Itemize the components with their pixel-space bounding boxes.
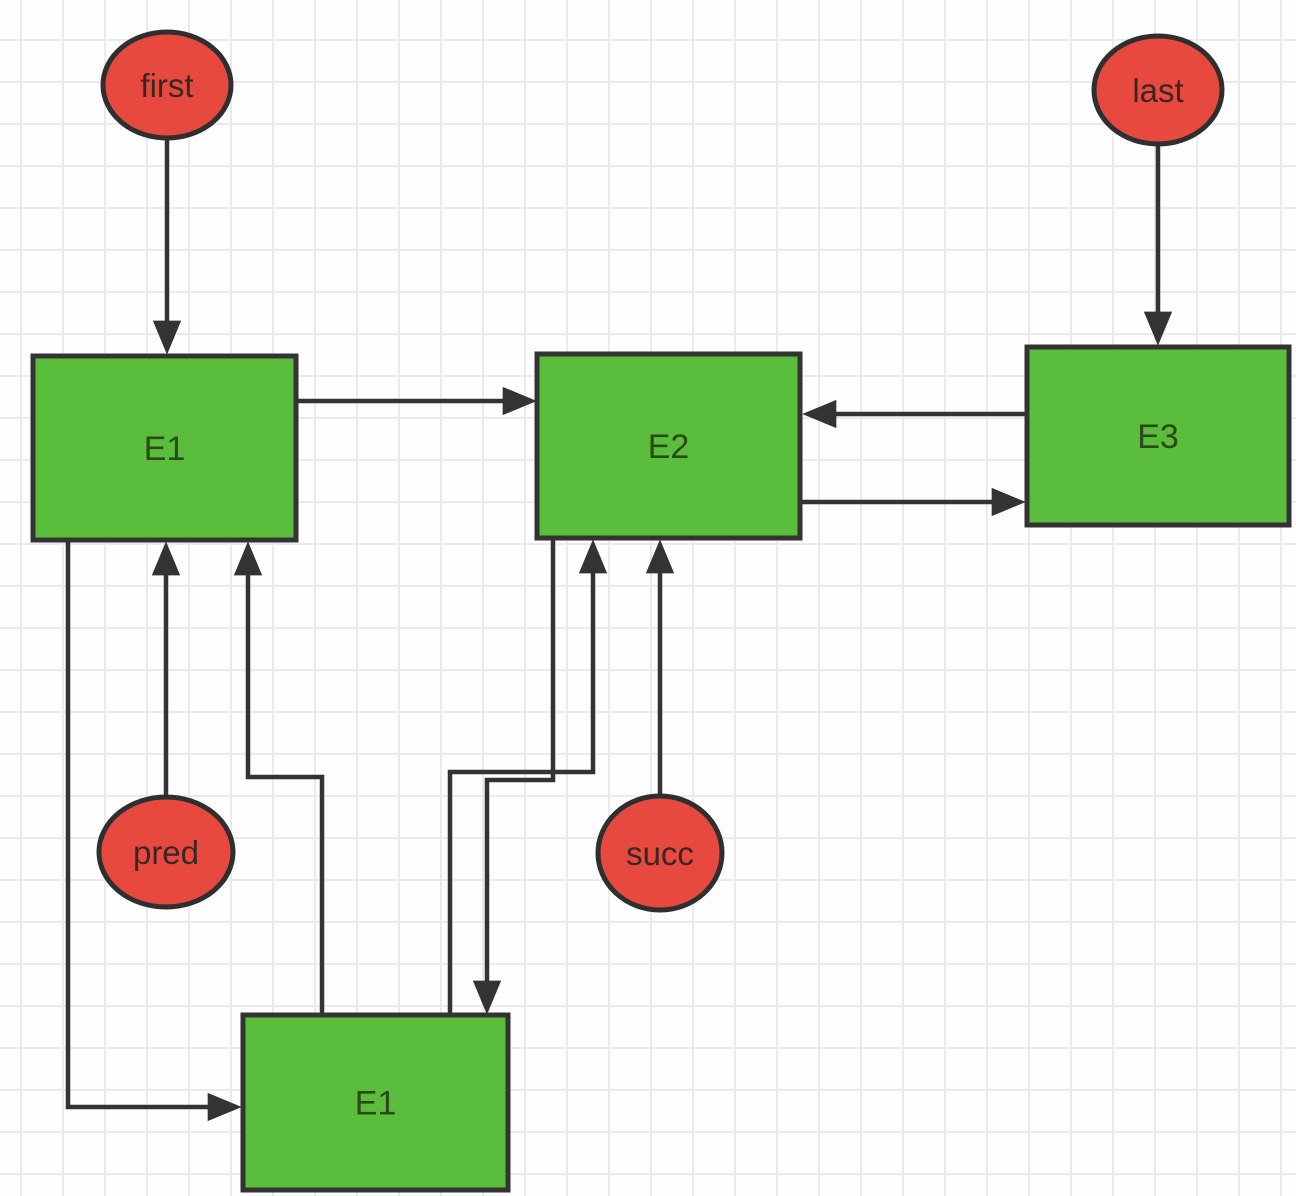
pointer-first-circle [100,29,234,141]
connector-e2-to-e1new [472,539,556,1015]
pointer-last-circle [1091,33,1225,147]
node-e1-top-box [30,353,299,543]
node-e2-label: E2 [648,428,690,466]
pointer-succ-circle [595,793,725,913]
pointer-pred: pred [96,794,236,910]
pointer-first-label: first [140,67,193,104]
node-e2: E2 [534,351,803,541]
node-e3-label: E3 [1137,418,1179,456]
node-e1-top: E1 [30,353,299,543]
node-e2-box [534,351,803,541]
pointer-succ-label: succ [626,835,694,872]
connector-e1new-to-e1top [233,541,325,1014]
pointer-last: last [1091,33,1225,147]
connector-e1top-to-e1new [65,539,242,1122]
pointer-pred-circle [96,794,236,910]
node-e1-new-box [240,1012,511,1193]
connectors-layer [65,140,1173,1122]
pointers-layer: first last pred succ [96,29,1225,913]
node-e3-box [1024,344,1292,528]
connector-e1new-to-e2 [447,539,608,1014]
pointer-last-label: last [1132,72,1183,109]
node-e1-top-label: E1 [144,430,186,468]
node-e1-new: E1 [240,1012,511,1193]
pointer-succ: succ [595,793,725,913]
pointer-first: first [100,29,234,141]
node-e1-new-label: E1 [355,1085,397,1123]
pointer-pred-label: pred [133,834,199,871]
node-e3: E3 [1024,344,1292,528]
